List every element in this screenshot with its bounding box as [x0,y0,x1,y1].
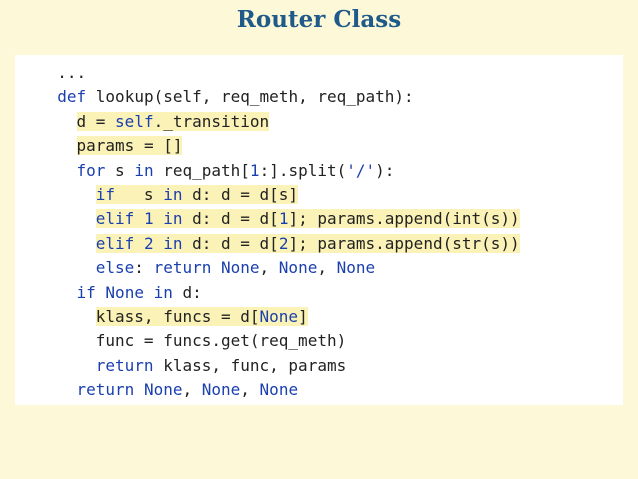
code-token: return [95,355,154,375]
code-token: return [76,380,135,400]
code-token: elif [95,209,135,229]
code-token [96,283,106,302]
code-line: def lookup(self, req_meth, req_path): [15,85,623,109]
code-line-content: return klass, func, params [96,356,346,375]
code-line: for s in req_path[1:].split('/'): [15,159,623,183]
slide-title: Router Class [236,6,402,33]
code-token [154,234,164,253]
code-token: None [278,258,318,278]
code-line-content: d = self._transition [76,111,270,131]
code-line: ... [15,61,623,85]
code-line: elif 2 in d: d = d[2]; params.append(str… [15,232,623,256]
code-token: else [95,258,135,278]
code-line: else: return None, None, None [15,256,623,280]
code-token [144,283,154,302]
code-token: in [163,233,183,253]
code-token: 1 [143,209,154,229]
code-token: d: [172,282,202,302]
code-line-content: for s in req_path[1:].split('/'): [77,161,395,180]
code-token [134,234,144,253]
code-token: d: d = d[s] [182,184,299,204]
code-token: 1 [278,209,289,229]
code-line-content: if s in d: d = d[s] [95,184,299,204]
code-line-content: params = [] [76,136,183,156]
code-token: None [336,258,376,278]
code-token: for [76,160,106,180]
code-line: if None in d: [15,281,623,305]
code-token [211,258,221,277]
code-token: None [143,380,183,400]
code-line: if s in d: d = d[s] [15,183,623,207]
code-token: d: d = d[ [182,209,279,229]
code-token: klass, funcs = d[ [95,306,260,326]
code-line: klass, funcs = d[None] [15,305,623,329]
code-line-content: klass, funcs = d[None] [95,306,308,326]
code-token: , [182,380,202,400]
code-line-content: return None, None, None [77,380,299,399]
code-token: ]; params.append(str(s)) [288,233,520,253]
code-token: s [105,160,135,180]
code-line: return None, None, None [15,378,623,402]
code-token: ... [57,63,87,82]
code-line: return klass, func, params [15,354,623,378]
code-token: 1 [249,160,260,180]
code-token: , [240,380,260,400]
code-line-content: func = funcs.get(req_meth) [96,331,346,350]
code-token: None [105,282,144,302]
code-token: in [153,282,173,302]
code-line-content: ... [57,63,86,82]
code-token: ]; params.append(int(s)) [288,209,520,229]
code-token: def [57,87,87,107]
code-line-content: elif 2 in d: d = d[2]; params.append(str… [95,233,520,253]
code-line-content: def lookup(self, req_meth, req_path): [57,87,413,106]
code-token: None [259,306,299,326]
code-token: None [201,380,241,400]
code-token: return [153,258,212,278]
code-line: func = funcs.get(req_meth) [15,329,623,353]
code-token: params = [] [76,136,183,156]
code-token [134,380,144,399]
code-token: elif [95,233,135,253]
code-token: 2 [278,233,289,253]
code-token: None [259,380,299,400]
code-line: elif 1 in d: d = d[1]; params.append(int… [15,207,623,231]
code-token: in [163,184,183,204]
code-token: d = [76,111,116,131]
code-token: if [76,282,96,302]
code-line: d = self._transition [15,110,623,134]
code-token: , [259,258,279,278]
code-token: 2 [143,233,154,253]
code-token: ): [375,160,395,180]
code-token: self [115,111,154,131]
code-token: d: d = d[ [182,233,279,253]
code-token [154,209,164,228]
code-token: : [134,258,154,278]
code-token: , [317,258,337,278]
code-token: '/' [346,160,376,180]
code-token: req_path[ [153,160,250,180]
code-token: func = funcs.get(req_meth) [95,331,347,351]
code-line-content: else: return None, None, None [96,258,375,277]
code-token: if [95,184,116,204]
code-line: params = [] [15,134,623,158]
code-token: None [221,258,260,278]
code-token [134,209,144,228]
code-line-content: if None in d: [77,283,202,302]
code-listing: ... def lookup(self, req_meth, req_path):… [15,61,623,402]
code-line-content: elif 1 in d: d = d[1]; params.append(int… [95,209,520,229]
code-token: s [115,184,164,204]
code-block: ... def lookup(self, req_meth, req_path):… [15,55,623,405]
code-token: in [163,209,183,229]
code-token: ._transition [153,111,270,131]
code-token: klass, func, params [153,355,347,375]
code-token: in [134,160,154,180]
code-token: lookup(self, req_meth, req_path): [86,87,414,107]
code-token: :].split( [259,160,347,180]
code-token: ] [298,306,308,326]
